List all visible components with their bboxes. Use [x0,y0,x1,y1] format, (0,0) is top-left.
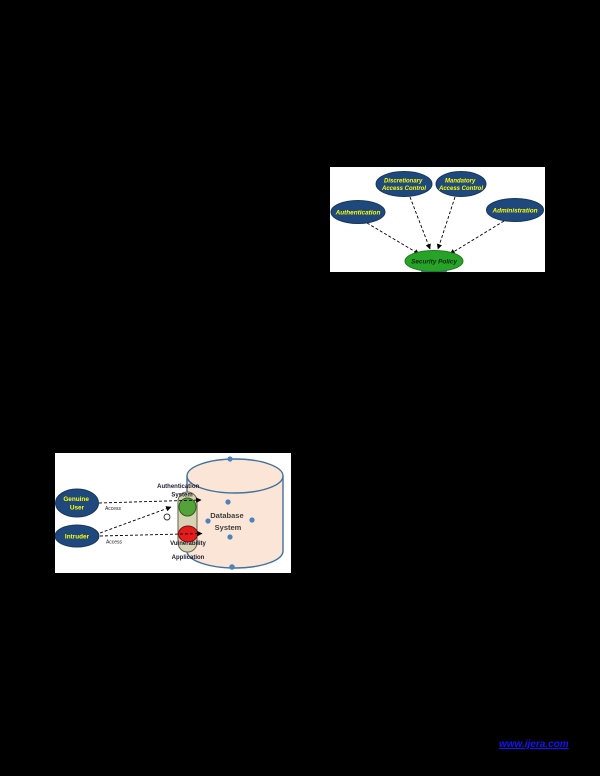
label-line: Access Control [381,186,426,192]
oval-intruder [55,524,100,548]
label-line: Access [105,506,122,512]
access-arrows [98,497,203,537]
label-discretionary-access-control: Discretionary Access Control [381,179,426,193]
journal-website-link[interactable]: www.ijera.com [499,739,569,750]
label-line: Access [106,540,123,546]
authentication-system-ellipse [178,497,197,517]
label-access-bottom: Access [106,540,123,546]
label-line: Authentication [335,210,381,217]
label-vulnerability: Vulnerability [170,541,206,547]
label-line: System [171,493,192,499]
security-policy-diagram-canvas: Discretionary Access Control Mandatory A… [330,171,544,272]
label-line: User [70,505,85,512]
label-line: Security Policy [411,259,457,266]
label-line: Genuine [63,496,89,503]
data-dot [205,518,211,524]
label-line: Discretionary [384,179,423,185]
connector-discretionary-to-policy [409,196,431,250]
label-security-policy: Security Policy [411,259,457,266]
oval-security-policy [404,250,464,272]
label-line: Mandatory [445,179,476,185]
label-line: Vulnerability [170,541,206,547]
oval-administration [486,198,544,222]
connector-mandatory-to-policy [436,196,456,250]
label-mandatory-access-control: Mandatory Access Control [438,179,483,193]
figure-database-threat-diagram: Genuine User Intruder Access Access Auth… [55,453,291,573]
label-authentication-system: Authentication System [157,484,201,499]
figure-security-policy-diagram: Discretionary Access Control Mandatory A… [330,167,545,272]
label-database-system: Database System [210,511,245,532]
label-line: Application [172,555,205,561]
blocked-marker [163,513,171,521]
label-access-top: Access [105,506,122,512]
data-dot [227,456,233,462]
label-intruder: Intruder [65,534,90,541]
connector-administration-to-policy [449,220,505,255]
cylinder-body [186,476,284,569]
oval-mandatory-access-control [435,171,487,197]
label-line: System [215,523,242,532]
oval-discretionary-access-control [375,171,433,197]
arrow-intruder-access-vulnerability [99,530,203,537]
component-ovals [330,171,544,272]
data-dots [205,456,255,570]
data-dot [225,499,231,505]
oval-genuine-user [55,488,99,518]
database-threat-diagram-canvas: Genuine User Intruder Access Access Auth… [55,456,284,570]
label-line: Database [210,511,243,520]
label-line: Authentication [157,484,199,490]
arrow-genuine-user-access [98,497,202,504]
label-application: Application [172,555,205,561]
data-dot [227,534,233,540]
label-line: Access Control [438,186,483,192]
database-cylinder [186,458,284,569]
connector-authentication-to-policy [366,222,420,255]
cylinder-top [186,458,284,494]
label-line: Intruder [65,534,90,541]
policy-connectors [366,196,505,255]
data-dot [249,517,255,523]
label-authentication: Authentication [335,210,381,217]
arrow-intruder-blocked-authentication [99,506,172,534]
data-dot [229,564,235,570]
label-administration: Administration [491,208,537,215]
label-genuine-user: Genuine User [63,496,90,512]
oval-authentication [330,200,386,224]
label-line: Administration [491,208,537,215]
